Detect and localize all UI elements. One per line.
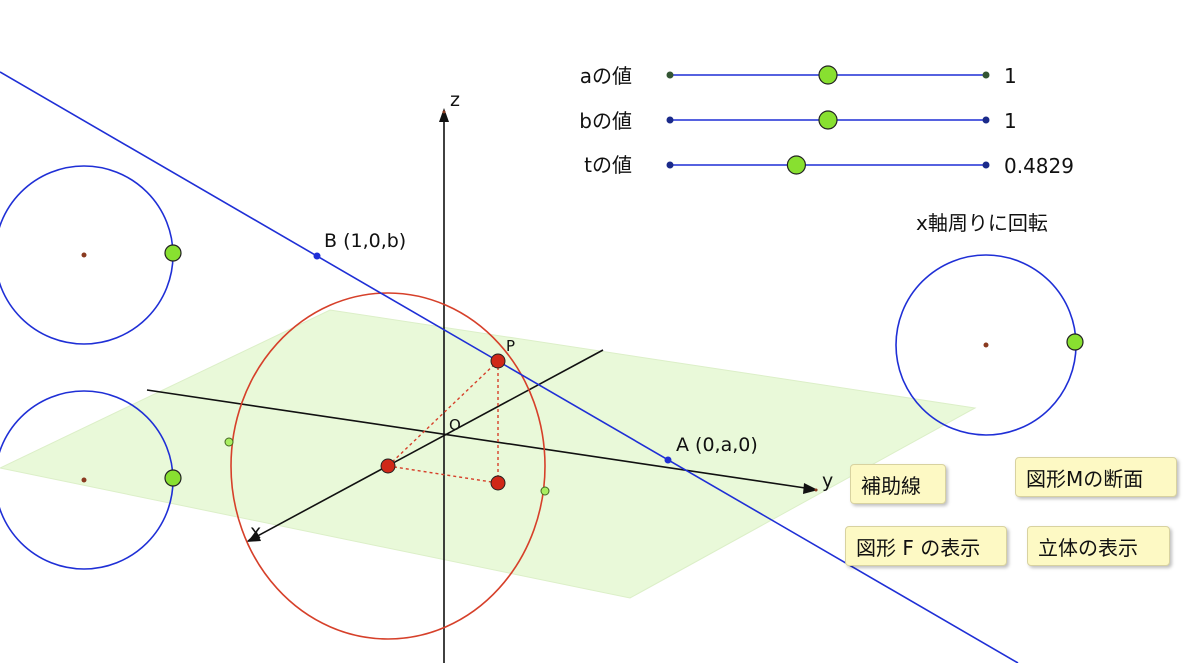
rotation-dial-top-left[interactable]	[0, 165, 182, 345]
ellipse-point-right[interactable]	[540, 486, 550, 496]
section-ellipse	[230, 292, 546, 640]
dial-handle[interactable]	[164, 469, 182, 487]
slider-b-label: bの値	[579, 109, 632, 133]
xy-plane	[0, 309, 977, 599]
y-axis	[146, 389, 813, 490]
point-r[interactable]	[490, 475, 506, 491]
point-p[interactable]	[490, 353, 506, 369]
z-axis-end-point	[442, 110, 446, 114]
rotation-dial-x-axis[interactable]	[895, 254, 1084, 436]
label-p: P	[506, 337, 515, 355]
label-o: O	[449, 416, 461, 434]
dial-center	[983, 342, 989, 348]
slider-b-knob[interactable]	[818, 110, 838, 130]
ellipse-point-left[interactable]	[224, 437, 234, 447]
slider-t[interactable]	[666, 155, 990, 175]
point-b[interactable]	[313, 252, 321, 260]
slider-t-value: 0.4829	[1004, 154, 1074, 178]
line-ab	[0, 71, 1019, 663]
slider-b[interactable]	[666, 110, 990, 130]
rotate-caption: x軸周りに回転	[916, 211, 1048, 235]
dial-handle[interactable]	[1066, 333, 1084, 351]
show-solid-button[interactable]: 立体の表示	[1027, 526, 1170, 566]
x-axis-arrow	[246, 532, 261, 542]
label-x: x	[250, 521, 261, 543]
label-a: A (0,a,0)	[676, 434, 758, 456]
slider-a-label: aの値	[579, 64, 632, 88]
slider-t-label: tの値	[584, 153, 632, 177]
slider-a-value: 1	[1004, 64, 1017, 88]
show-figure-f-button[interactable]: 図形 F の表示	[845, 526, 1007, 566]
rotation-dial-bottom-left[interactable]	[0, 390, 182, 570]
slider-b-value: 1	[1004, 109, 1017, 133]
slider-t-knob[interactable]	[786, 155, 807, 175]
dial-center	[81, 252, 87, 258]
point-a[interactable]	[664, 456, 672, 464]
auxiliary-line-button[interactable]: 補助線	[850, 464, 946, 504]
slider-a[interactable]	[666, 65, 990, 85]
label-b: B (1,0,b)	[324, 230, 406, 252]
z-axis-arrow	[439, 108, 449, 122]
auxiliary-dashes	[387, 360, 499, 484]
y-axis-arrow	[803, 483, 818, 494]
slider-a-knob[interactable]	[818, 65, 838, 85]
section-m-button[interactable]: 図形Mの断面	[1015, 457, 1177, 497]
dial-handle[interactable]	[164, 244, 182, 262]
y-axis-end-point	[814, 488, 818, 492]
point-q[interactable]	[380, 458, 396, 474]
dial-center	[81, 477, 87, 483]
x-axis	[249, 349, 604, 541]
label-z: z	[450, 89, 460, 111]
label-y: y	[822, 470, 833, 492]
